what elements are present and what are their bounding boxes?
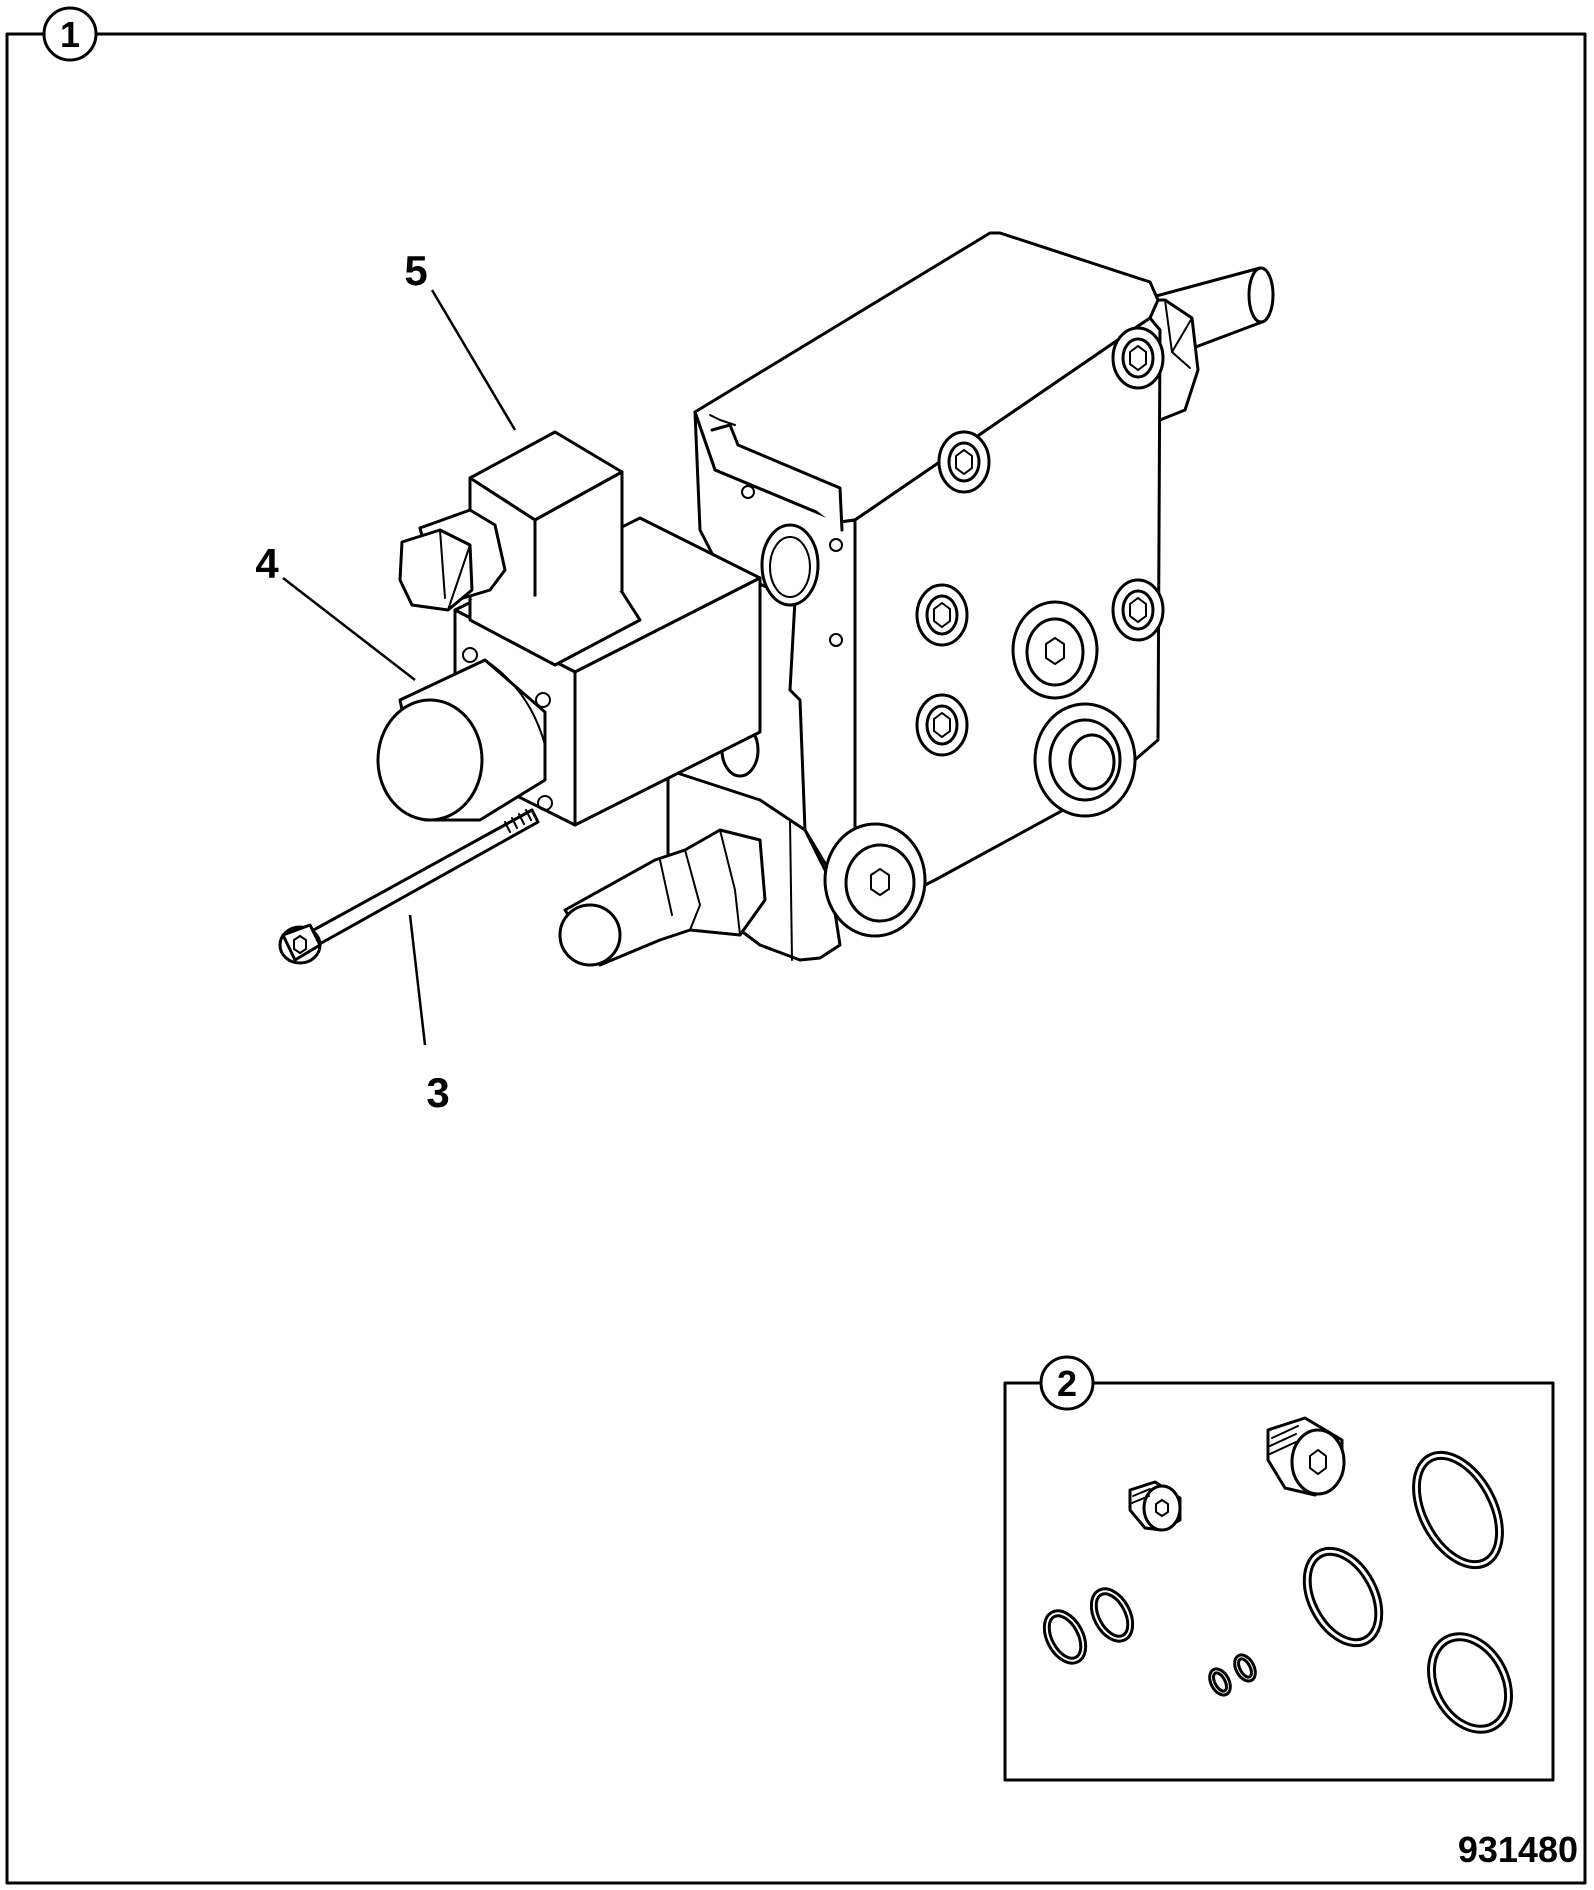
body-cap-screws bbox=[823, 326, 1165, 938]
cap-screw-mid-left bbox=[915, 583, 969, 647]
solenoid-connector bbox=[398, 430, 642, 667]
left-spool-end bbox=[558, 828, 767, 967]
callout-5: 5 bbox=[404, 247, 427, 294]
plug-bottom bbox=[823, 822, 927, 938]
valve-assembly bbox=[278, 231, 1275, 967]
plug-center bbox=[1011, 600, 1099, 700]
figure-number: 931480 bbox=[1458, 1829, 1578, 1870]
o-ring-tiny-right bbox=[1233, 1653, 1257, 1683]
cap-screw-upper-mid bbox=[937, 430, 991, 494]
o-ring-small-left bbox=[1042, 1609, 1088, 1665]
callout-leaders bbox=[282, 289, 517, 1046]
cap-screw-lower-left bbox=[915, 693, 969, 757]
large-plug bbox=[1266, 1416, 1346, 1497]
plug-lower-right bbox=[1033, 702, 1137, 818]
cap-screw-mid-right bbox=[1111, 578, 1165, 642]
view-2-label: 2 bbox=[1057, 1363, 1077, 1404]
o-ring-tiny-left bbox=[1208, 1667, 1232, 1697]
small-plug bbox=[1128, 1480, 1182, 1532]
o-ring-large-bottom bbox=[1427, 1632, 1513, 1734]
view-1-label: 1 bbox=[60, 14, 80, 55]
view-1-badge: 1 bbox=[42, 6, 98, 62]
o-ring-large-top bbox=[1412, 1450, 1504, 1570]
o-ring-small-right bbox=[1089, 1587, 1135, 1643]
main-frame bbox=[5, 32, 1587, 1885]
long-cap-screw bbox=[278, 808, 540, 965]
callout-4: 4 bbox=[255, 540, 279, 587]
view-2-badge: 2 bbox=[1039, 1355, 1095, 1411]
callout-3: 3 bbox=[426, 1069, 449, 1116]
solenoid-coil bbox=[376, 658, 547, 822]
seal-kit-inset: 2 bbox=[1003, 1355, 1555, 1782]
cap-screw-top-right bbox=[1111, 326, 1165, 390]
inset-frame bbox=[1003, 1381, 1555, 1782]
o-ring-medium bbox=[1302, 1546, 1384, 1648]
